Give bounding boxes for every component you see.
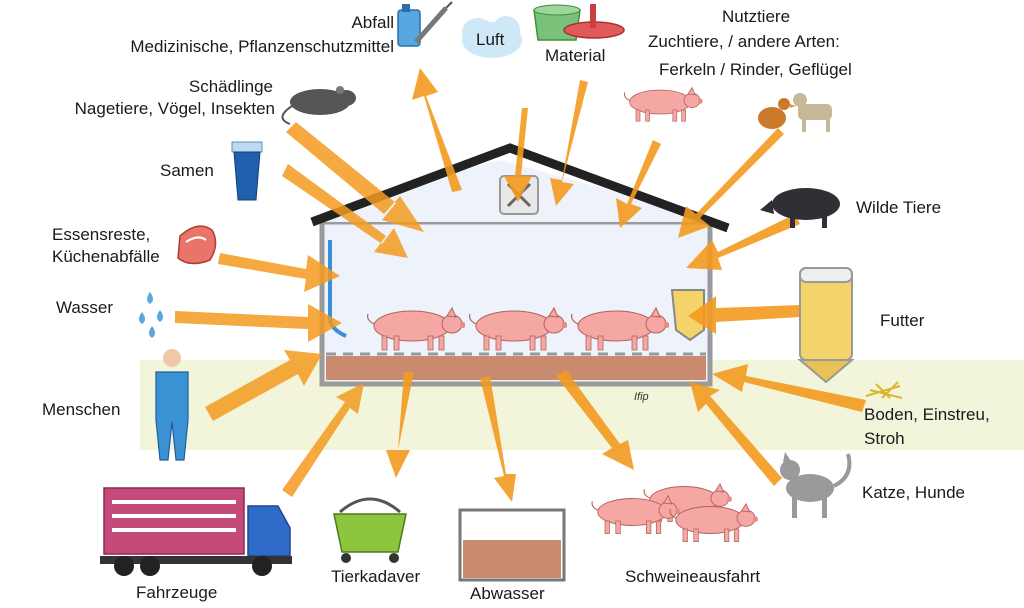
label-futter: Futter (880, 311, 925, 330)
label-kuechenabfaelle: Küchenabfälle (52, 247, 160, 266)
label-katze: Katze, Hunde (862, 483, 966, 502)
label-zuchtiere: Zuchtiere, / andere Arten: (648, 32, 840, 51)
outward-arrows (386, 68, 634, 502)
semen-tube-icon (231, 141, 263, 201)
chicken-icon (758, 98, 796, 129)
calf-icon (793, 93, 832, 132)
straw-icon (865, 381, 903, 399)
label-schweineausfahrt: Schweineausfahrt (625, 567, 761, 586)
inward-arrows (175, 80, 866, 497)
label-medizin: Medizinische, Pflanzenschutzmittel (130, 37, 394, 56)
label-essensreste: Essensreste, (52, 225, 151, 244)
wastewater-tank-icon (458, 508, 566, 582)
cat-icon (780, 452, 852, 518)
label-wilde-tiere: Wilde Tiere (856, 198, 942, 217)
label-abfall: Abfall (351, 13, 394, 32)
label-samen: Samen (160, 161, 214, 180)
label-tierkadaver: Tierkadaver (331, 567, 421, 586)
label-stroh: Stroh (864, 429, 905, 448)
label-ferkel: Ferkeln / Rinder, Geflügel (659, 60, 852, 79)
label-schaedlinge: Schädlinge (188, 77, 273, 96)
water-drops-icon (139, 292, 163, 338)
cadaver-bin-icon (333, 497, 407, 563)
cloud-icon (462, 16, 522, 58)
rat-icon (281, 86, 356, 125)
worker-icon (155, 349, 189, 461)
label-ifip: Ifip (634, 391, 649, 403)
label-nagetiere: Nagetiere, Vögel, Insekten (74, 99, 275, 118)
label-luft: Luft (476, 30, 505, 49)
pig-icon (623, 87, 703, 122)
label-abwasser: Abwasser (470, 584, 545, 603)
label-wasser: Wasser (56, 298, 113, 317)
label-menschen: Menschen (42, 400, 121, 419)
label-boden: Boden, Einstreu, (864, 405, 990, 424)
label-material: Material (545, 46, 606, 65)
label-nutztiere: Nutztiere (722, 7, 791, 26)
feeder-tray-icon (563, 4, 625, 39)
boar-icon (760, 188, 840, 228)
pigs-group-icon (591, 483, 759, 543)
truck-icon (100, 487, 292, 576)
silo-icon (797, 267, 855, 384)
canister-syringe-icon (397, 1, 453, 47)
meat-icon (177, 225, 217, 265)
label-fahrzeuge: Fahrzeuge (136, 583, 218, 602)
